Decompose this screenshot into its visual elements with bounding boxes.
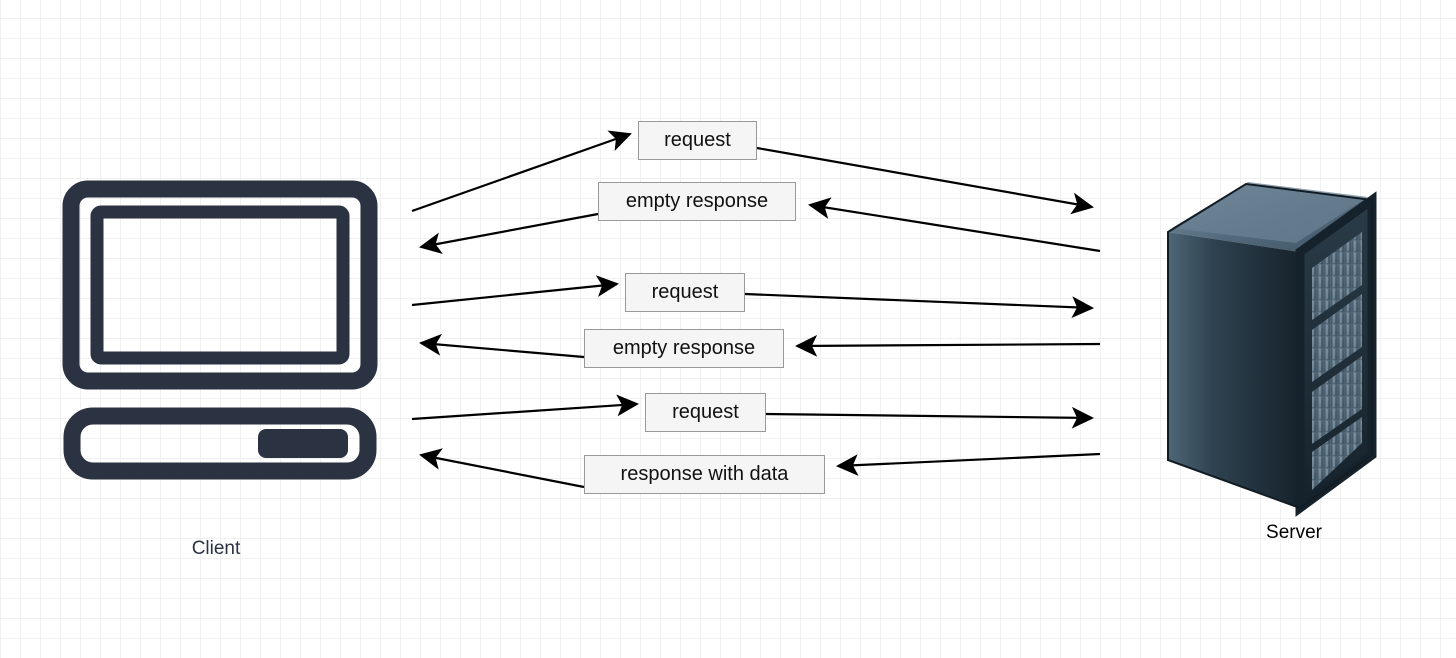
edge-e5-left-segment bbox=[411, 394, 640, 421]
edge-label-e6[interactable]: response with data bbox=[584, 455, 825, 494]
edge-e4-right-segment bbox=[794, 334, 1101, 357]
server-node-label: Server bbox=[1266, 522, 1322, 543]
edge-e1-left-segment bbox=[411, 130, 632, 213]
monitor-outer-bezel bbox=[62, 180, 378, 390]
server-rack-bay-2 bbox=[1312, 294, 1362, 382]
server-top-lip bbox=[1172, 182, 1368, 243]
edge-label-e4[interactable]: empty response bbox=[584, 329, 784, 368]
edge-label-e5[interactable]: request bbox=[645, 393, 766, 432]
server-left-panel bbox=[1168, 232, 1300, 508]
edge-e6-right-segment bbox=[835, 452, 1101, 476]
client-node-label: Client bbox=[191, 538, 241, 559]
edge-e3-right-segment bbox=[744, 292, 1095, 319]
edge-label-e1[interactable]: request bbox=[638, 121, 757, 160]
server-rack-bay-1 bbox=[1312, 232, 1362, 320]
edge-e4-left-segment bbox=[418, 333, 585, 359]
edge-e6-left-segment bbox=[419, 448, 585, 489]
server-rack-bay-3 bbox=[1312, 356, 1362, 444]
server-rack-icon bbox=[1167, 182, 1377, 517]
edge-e2-right-segment bbox=[808, 197, 1101, 253]
edge-e1-right-segment bbox=[756, 146, 1094, 215]
edge-e3-left-segment bbox=[411, 275, 620, 307]
desktop-computer-icon bbox=[62, 180, 378, 480]
base-unit-drive-slot bbox=[258, 429, 348, 458]
monitor-inner-bezel bbox=[90, 205, 350, 365]
edge-e2-left-segment bbox=[419, 212, 599, 255]
edge-e5-right-segment bbox=[765, 406, 1095, 429]
edge-label-e2[interactable]: empty response bbox=[598, 182, 796, 221]
server-rack-bay-4 bbox=[1312, 417, 1362, 490]
server-body-outline bbox=[1167, 182, 1373, 510]
computer-base-unit bbox=[63, 407, 377, 480]
edge-label-e3[interactable]: request bbox=[625, 273, 745, 312]
